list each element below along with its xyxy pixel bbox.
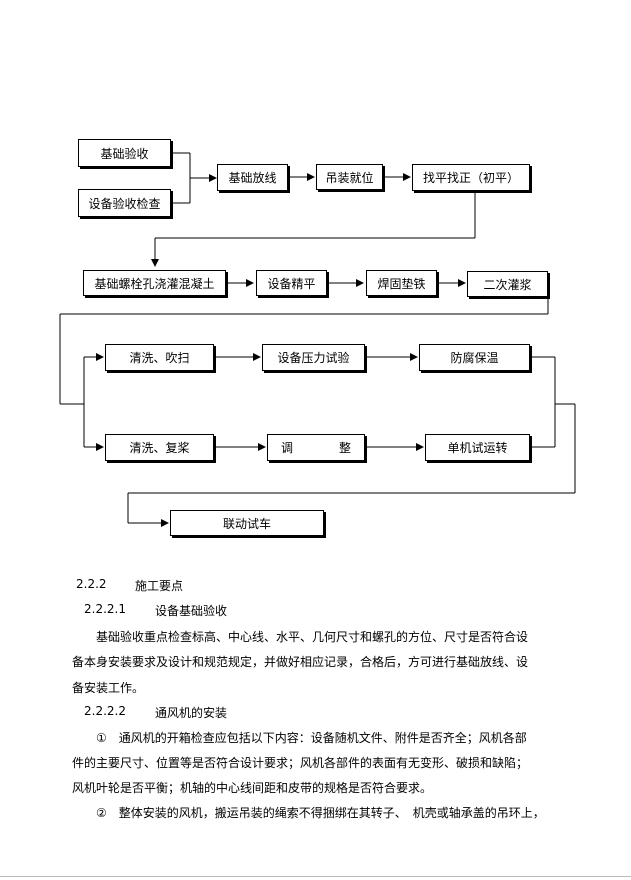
subsection-number: 2.2.2.2: [84, 704, 126, 718]
flow-step-label: 基础验收: [100, 146, 149, 161]
flow-step-clean-purge: 清洗、吹扫: [105, 344, 214, 371]
page-bottom-rule: [0, 876, 631, 877]
flow-step-joint-test-run: 联动试车: [170, 510, 324, 536]
flow-step-label: 清洗、复桨: [129, 441, 190, 455]
flow-step-hoisting: 吊装就位: [316, 164, 383, 190]
flow-step-grouting-bolts: 基础螺栓孔浇灌混凝土: [83, 270, 226, 296]
paragraph-line: 风机叶轮是否平衡；机轴的中心线间距和皮带的规格是否符合要求。: [72, 781, 433, 795]
flow-step-equipment-inspection: 设备验收检查: [78, 189, 171, 217]
flow-step-label: 吊装就位: [325, 170, 374, 185]
flow-step-single-run-test: 单机试运转: [425, 434, 530, 461]
paragraph-line: 备本身安装要求及设计和规范规定，并做好相应记录，合格后，方可进行基础放线、设: [72, 655, 529, 669]
paragraph-line: 件的主要尺寸、位置等是否符合设计要求；风机各部件的表面有无变形、破损和缺陷；: [72, 756, 529, 770]
subsection-number: 2.2.2.1: [84, 602, 126, 616]
flow-step-fine-leveling: 设备精平: [256, 270, 327, 296]
flow-step-leveling: 找平找正（初平）: [412, 164, 530, 191]
flowchart-connectors: [59, 152, 576, 527]
flow-step-label: 整: [339, 441, 352, 455]
flow-step-label: 调: [280, 441, 293, 455]
section-number: 2.2.2: [76, 577, 107, 591]
flow-step-secondary-grouting: 二次灌浆: [467, 271, 548, 297]
flow-step-label: 基础放线: [228, 171, 277, 185]
flow-step-label: 单机试运转: [447, 441, 508, 455]
paragraph-line: ② 整体安装的风机，搬运吊装的绳索不得捆绑在其转子、 机壳或轴承盖的吊环上，: [96, 806, 545, 820]
flow-step-label: 二次灌浆: [483, 277, 532, 292]
flow-step-clean-repaste: 清洗、复桨: [105, 434, 214, 461]
flow-step-label: 焊固垫铁: [377, 276, 426, 291]
flow-step-pressure-test: 设备压力试验: [262, 344, 365, 371]
paragraph-line: 备安装工作。: [72, 681, 145, 695]
subsection-title: 设备基础验收: [155, 604, 228, 618]
flow-step-label: 联动试车: [222, 516, 271, 531]
subsection-title: 通风机的安装: [155, 706, 228, 720]
paragraph-line: 基础验收重点检查标高、中心线、水平、几何尺寸和螺孔的方位、尺寸是否符合设: [96, 630, 529, 644]
flow-step-label: 设备精平: [267, 276, 316, 291]
flow-step-label: 防腐保温: [450, 351, 499, 365]
flow-step-label: 设备验收检查: [88, 196, 161, 211]
flow-step-adjust: 调 整: [267, 434, 365, 461]
flow-step-foundation-acceptance: 基础验收: [78, 139, 171, 167]
section-title: 施工要点: [135, 579, 184, 593]
flow-step-label: 清洗、吹扫: [129, 351, 190, 365]
flow-step-foundation-layout: 基础放线: [217, 164, 288, 191]
flow-step-weld-shims: 焊固垫铁: [366, 270, 437, 296]
flow-step-anticorrosion: 防腐保温: [419, 344, 530, 371]
flow-step-label: 基础螺栓孔浇灌混凝土: [94, 276, 215, 291]
flow-step-label: 设备压力试验: [277, 351, 350, 365]
paragraph-line: ① 通风机的开箱检查应包括以下内容：设备随机文件、附件是否齐全；风机各部: [96, 731, 527, 745]
flow-step-label: 找平找正（初平）: [422, 171, 519, 185]
